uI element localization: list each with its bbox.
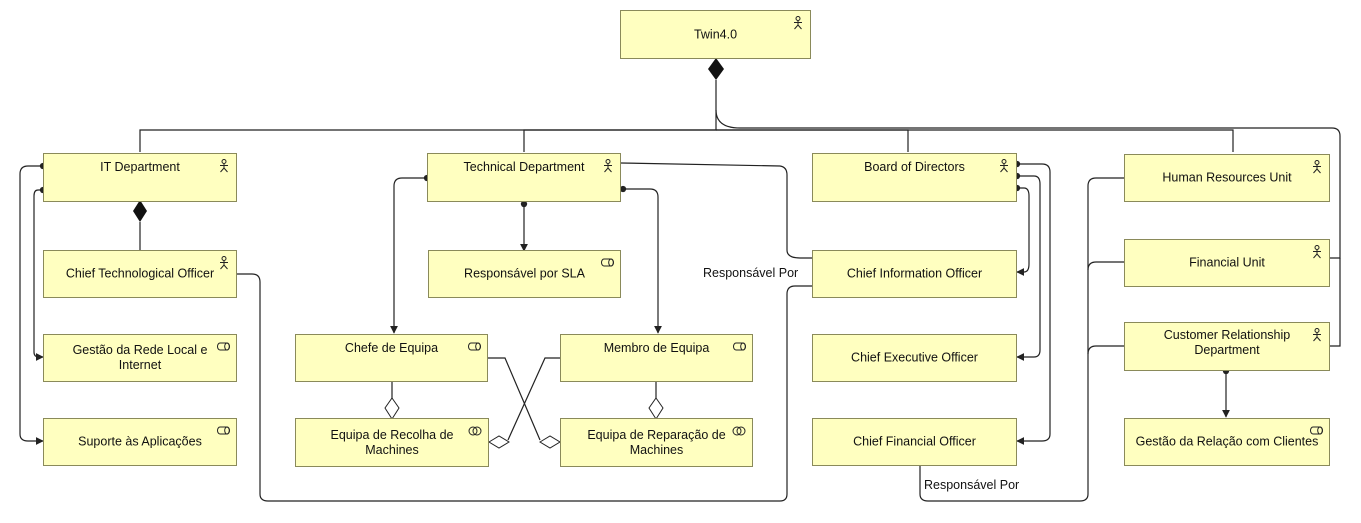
aggregation-diamond (488, 435, 510, 449)
actor-icon (220, 159, 228, 173)
node-gestao-relacao-clientes[interactable]: Gestão da Relação com Clientes (1124, 418, 1330, 466)
node-equipa-reparacao[interactable]: Equipa de Reparação de Machines (560, 418, 753, 467)
aggregation-diamond (539, 435, 561, 449)
role-icon (601, 258, 614, 267)
node-label: Suporte às Aplicações (78, 434, 202, 449)
node-chief-financial-officer[interactable]: Chief Financial Officer (812, 418, 1017, 466)
node-board-of-directors[interactable]: Board of Directors (812, 153, 1017, 202)
node-label: Chief Financial Officer (853, 434, 976, 449)
actor-icon (1000, 159, 1008, 173)
actor-icon (1313, 245, 1321, 259)
node-responsavel-sla[interactable]: Responsável por SLA (428, 250, 621, 298)
tech-relations (384, 162, 812, 449)
composition-diamond (708, 58, 724, 80)
node-membro-de-equipa[interactable]: Membro de Equipa (560, 334, 753, 382)
composition-twin-children (139, 58, 1341, 347)
node-label: Board of Directors (864, 160, 965, 174)
aggregation-diamond (384, 397, 400, 420)
node-label: Human Resources Unit (1162, 170, 1292, 185)
node-technical-department[interactable]: Technical Department (427, 153, 621, 202)
node-it-department[interactable]: IT Department (43, 153, 237, 202)
node-chief-information-officer[interactable]: Chief Information Officer (812, 250, 1017, 298)
actor-icon (220, 256, 228, 270)
node-label: Equipa de Reparação de Machines (587, 427, 726, 457)
actor-icon (794, 16, 802, 30)
aggregation-diamond (648, 397, 664, 420)
connection-label-responsavel-por: Responsável Por (703, 266, 799, 280)
node-financial-unit[interactable]: Financial Unit (1124, 239, 1330, 287)
node-suporte-aplicacoes[interactable]: Suporte às Aplicações (43, 418, 237, 466)
role-icon (733, 342, 746, 351)
node-label: Twin4.0 (693, 27, 738, 41)
actor-icon (1313, 328, 1321, 342)
node-label: Membro de Equipa (603, 341, 710, 355)
node-label: Technical Department (463, 160, 585, 174)
node-label: IT Department (100, 160, 180, 174)
node-label: Gestão da Relação com Clientes (1135, 434, 1319, 449)
node-label: Chief Executive Officer (851, 350, 978, 365)
node-equipa-recolha[interactable]: Equipa de Recolha de Machines (295, 418, 489, 467)
role-icon (1310, 426, 1323, 435)
node-label: Chefe de Equipa (344, 341, 439, 355)
node-human-resources-unit[interactable]: Human Resources Unit (1124, 154, 1330, 202)
node-label: Equipa de Recolha de Machines (330, 427, 454, 457)
composition-diamond (133, 200, 147, 222)
connection-label-responsavel-por: Responsável Por (924, 478, 1020, 492)
node-chefe-de-equipa[interactable]: Chefe de Equipa (295, 334, 488, 382)
node-label: Financial Unit (1189, 255, 1265, 270)
node-label: Gestão da Rede Local e Internet (72, 343, 208, 372)
actor-icon (604, 159, 612, 173)
it-relations (19, 162, 812, 502)
board-relations (919, 160, 1124, 502)
node-chief-executive-officer[interactable]: Chief Executive Officer (812, 334, 1017, 382)
node-customer-relationship-department[interactable]: Customer Relationship Department (1124, 322, 1330, 371)
node-label: Chief Technological Officer (65, 266, 215, 281)
actor-icon (1313, 160, 1321, 174)
node-label: Responsável por SLA (464, 266, 585, 281)
role-icon (217, 342, 230, 351)
role-icon (217, 426, 230, 435)
collaboration-icon (732, 426, 746, 436)
collaboration-icon (468, 426, 482, 436)
node-gestao-rede-local[interactable]: Gestão da Rede Local e Internet (43, 334, 237, 382)
node-chief-technological-officer[interactable]: Chief Technological Officer (43, 250, 237, 298)
node-twin[interactable]: Twin4.0 (620, 10, 811, 59)
node-label: Chief Information Officer (846, 266, 983, 281)
node-label: Customer Relationship Department (1163, 328, 1291, 357)
role-icon (468, 342, 481, 351)
